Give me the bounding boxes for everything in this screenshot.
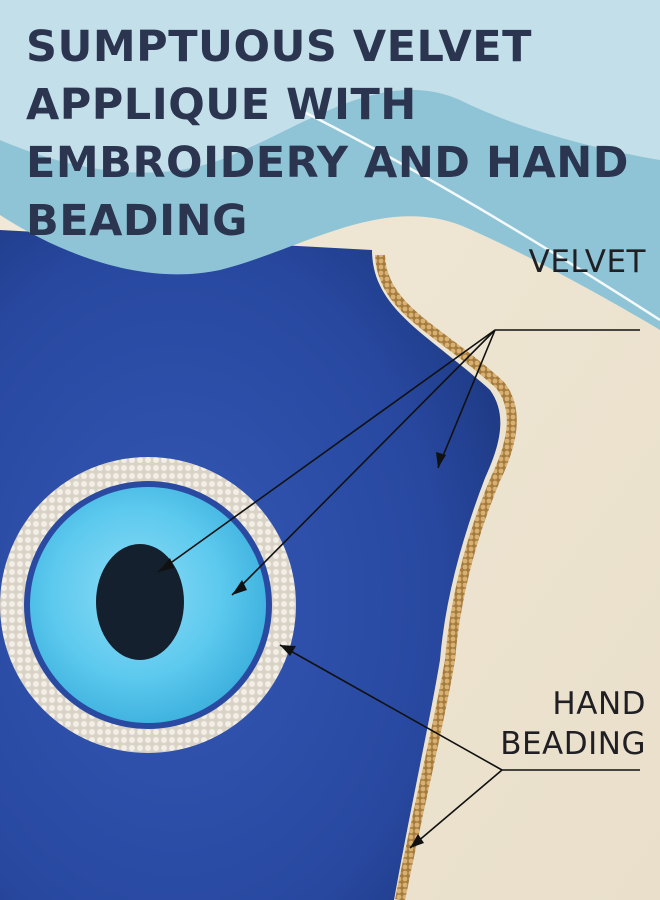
headline-line-1: SUMPTUOUS VELVET [26,22,532,72]
velvet-label-text: VELVET [528,244,646,280]
headline-line-4: BEADING [26,196,248,246]
banner-wave-front [0,0,660,173]
beading-callout-lines [279,644,640,849]
velvet-callout-arrowheads [158,452,446,595]
velvet-label: VELVET [529,242,646,282]
headline: SUMPTUOUS VELVET APPLIQUE WITH EMBROIDER… [26,18,629,250]
hand-beading-label: HAND BEADING [500,684,646,764]
hand-beading-label-line-2: BEADING [500,726,646,762]
headline-line-2: APPLIQUE WITH [26,80,417,130]
hand-beading-label-line-1: HAND [552,686,646,722]
gold-bead-border [375,254,517,900]
pupil-velvet [96,544,184,660]
headline-line-3: EMBROIDERY AND HAND [26,138,629,188]
velvet-callout-lines [157,329,640,596]
beading-callout-arrowheads [280,645,424,848]
banner-swoosh-line [299,108,660,322]
